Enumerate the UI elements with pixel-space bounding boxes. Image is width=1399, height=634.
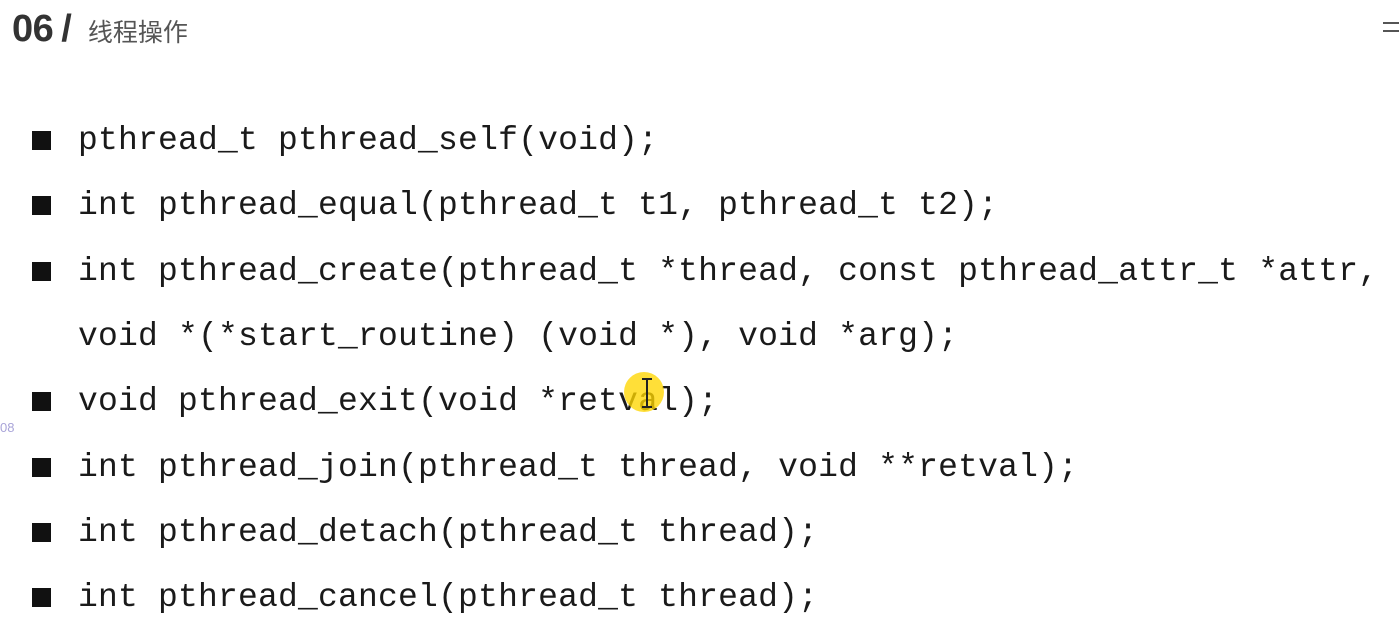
text-cursor-icon [642,378,652,408]
list-item: int pthread_join(pthread_t thread, void … [32,434,1378,499]
function-list: pthread_t pthread_self(void); int pthrea… [32,108,1378,630]
square-bullet-icon [32,196,51,216]
square-bullet-icon [32,522,51,542]
function-signature: pthread_t pthread_self(void); [78,122,659,160]
section-number: 06 [12,8,54,50]
function-signature: int pthread_cancel(pthread_t thread); [78,579,819,617]
list-item: int pthread_cancel(pthread_t thread); [32,565,1378,630]
function-signature: int pthread_equal(pthread_t t1, pthread_… [78,187,999,225]
list-item: int pthread_equal(pthread_t t1, pthread_… [32,173,1378,238]
function-signature: void pthread_exit(void *retval); [78,383,719,421]
square-bullet-icon [32,588,51,608]
square-bullet-icon [32,131,51,151]
function-signature: int pthread_join(pthread_t thread, void … [78,448,1079,486]
square-bullet-icon [32,392,51,412]
function-signature-continuation: void *(*start_routine) (void *), void *a… [78,318,959,356]
list-item: pthread_t pthread_self(void); [32,108,1378,173]
function-signature: int pthread_create(pthread_t *thread, co… [78,252,1379,290]
list-item-continuation: void *(*start_routine) (void *), void *a… [32,304,1378,369]
section-slash: / [61,8,72,50]
list-item: int pthread_detach(pthread_t thread); [32,500,1378,565]
section-title: 线程操作 [87,18,188,47]
bullet-spacer [32,327,51,346]
function-signature: int pthread_detach(pthread_t thread); [78,513,819,551]
menu-lines-icon[interactable] [1383,22,1399,38]
square-bullet-icon [32,457,51,477]
square-bullet-icon [32,261,51,281]
list-item: int pthread_create(pthread_t *thread, co… [32,239,1378,304]
slide-header: 06 / 线程操作 [12,8,188,51]
side-page-label: 08 [0,420,15,435]
list-item: void pthread_exit(void *retval); [32,369,1378,434]
